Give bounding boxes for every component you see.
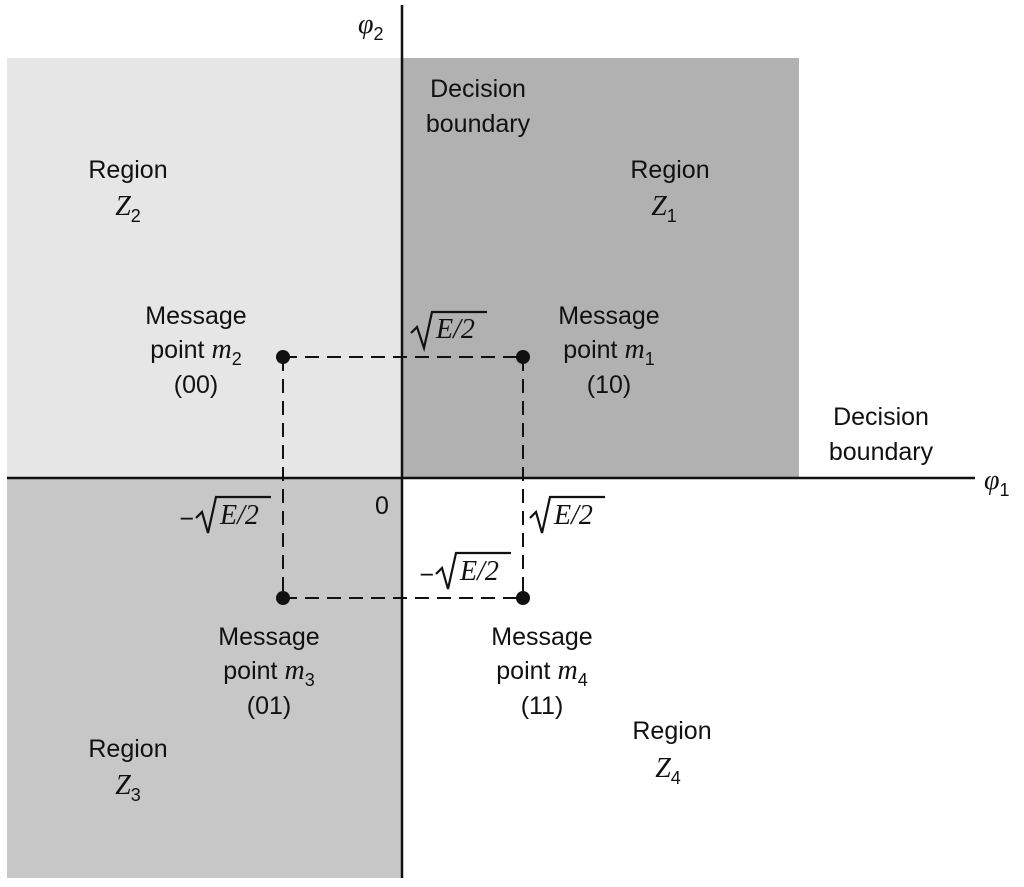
svg-text:−: − bbox=[419, 561, 434, 589]
svg-text:(10): (10) bbox=[587, 371, 631, 399]
message-point-m4-label: Message point m4 (11) bbox=[491, 623, 592, 720]
svg-text:Message: Message bbox=[491, 623, 592, 651]
svg-text:E/2: E/2 bbox=[459, 556, 499, 587]
svg-text:Message: Message bbox=[218, 623, 319, 651]
coord-label-negative-bottom: − E/2 bbox=[419, 551, 511, 590]
coord-label-negative-left: − E/2 bbox=[179, 495, 271, 534]
svg-text:(00): (00) bbox=[174, 371, 218, 399]
svg-text:(11): (11) bbox=[521, 692, 564, 720]
svg-text:E/2: E/2 bbox=[219, 500, 259, 531]
svg-text:point m3: point m3 bbox=[223, 655, 314, 690]
svg-text:point m1: point m1 bbox=[563, 334, 654, 369]
message-point-m3-dot bbox=[276, 591, 290, 605]
svg-text:Message: Message bbox=[145, 302, 246, 330]
origin-label: 0 bbox=[375, 492, 389, 520]
svg-text:Region: Region bbox=[88, 735, 167, 763]
phi1-axis-label: φ1 bbox=[984, 465, 1010, 500]
coord-label-positive-right: E/2 bbox=[529, 495, 605, 534]
region-z3-label: Region Z3 bbox=[88, 735, 167, 805]
svg-text:E/2: E/2 bbox=[435, 314, 475, 345]
message-point-m1-label: Message point m1 (10) bbox=[558, 302, 659, 399]
region-z4-label: Region Z4 bbox=[632, 717, 711, 788]
svg-text:(01): (01) bbox=[247, 692, 291, 720]
svg-text:Z4: Z4 bbox=[655, 753, 681, 788]
svg-text:Message: Message bbox=[558, 302, 659, 330]
svg-text:Z3: Z3 bbox=[115, 770, 141, 805]
svg-text:Z2: Z2 bbox=[115, 191, 141, 226]
message-point-m1-dot bbox=[516, 350, 530, 364]
region-z3-fill bbox=[7, 478, 402, 878]
svg-text:point m2: point m2 bbox=[150, 334, 241, 369]
message-point-m2-label: Message point m2 (00) bbox=[145, 302, 246, 399]
message-point-m3-label: Message point m3 (01) bbox=[218, 623, 319, 720]
region-z1-fill bbox=[402, 58, 799, 478]
svg-text:point m4: point m4 bbox=[496, 655, 587, 690]
region-z2-label: Region Z2 bbox=[88, 156, 167, 226]
vertical-boundary-label-line2: boundary bbox=[426, 110, 531, 138]
svg-text:Region: Region bbox=[632, 717, 711, 745]
horizontal-boundary-label-line2: boundary bbox=[829, 438, 934, 466]
svg-text:E/2: E/2 bbox=[553, 500, 593, 531]
coord-label-positive-top: E/2 bbox=[410, 310, 487, 353]
phi2-axis-label: φ2 bbox=[358, 9, 384, 44]
svg-text:Region: Region bbox=[630, 156, 709, 184]
message-point-m2-dot bbox=[276, 350, 290, 364]
message-point-m4-dot bbox=[516, 591, 530, 605]
horizontal-boundary-label-line1: Decision bbox=[833, 403, 929, 431]
region-z2-fill bbox=[7, 58, 402, 478]
svg-text:−: − bbox=[179, 505, 194, 533]
region-z4-fill bbox=[402, 478, 962, 878]
region-z1-label: Region Z1 bbox=[630, 156, 709, 226]
vertical-boundary-label-line1: Decision bbox=[430, 75, 526, 103]
svg-text:Z1: Z1 bbox=[651, 191, 677, 226]
svg-text:Region: Region bbox=[88, 156, 167, 184]
